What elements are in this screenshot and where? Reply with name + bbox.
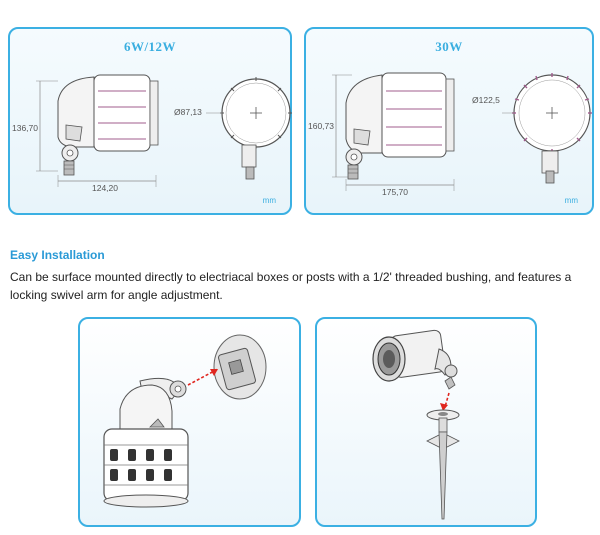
section-description: Can be surface mounted directly to elect… bbox=[10, 270, 572, 302]
front-view-drawing-icon bbox=[206, 77, 292, 180]
junction-box-mount-illustration-icon bbox=[103, 334, 267, 508]
spec-panel-30w: 30W bbox=[304, 27, 594, 215]
height-dimension: 160,73 bbox=[308, 121, 334, 131]
diameter-dimension: Ø122,5 bbox=[472, 95, 500, 105]
spec-panel-6w-12w: 6W/12W bbox=[8, 27, 292, 215]
unit-label: mm bbox=[262, 196, 276, 205]
width-dimension: 124,20 bbox=[92, 183, 118, 193]
diameter-dimension: Ø87,13 bbox=[174, 107, 202, 117]
front-view-drawing-icon bbox=[502, 73, 592, 184]
section-title: Easy Installation bbox=[10, 248, 105, 262]
surface-mount-illustration-panel bbox=[78, 317, 301, 527]
side-view-drawing-icon bbox=[36, 74, 159, 187]
stake-mount-illustration-panel bbox=[315, 317, 537, 527]
ground-stake-mount-illustration-icon bbox=[372, 329, 460, 520]
width-dimension: 175,70 bbox=[382, 187, 408, 197]
side-view-drawing-icon bbox=[332, 72, 455, 191]
panel-title: 6W/12W bbox=[123, 39, 177, 54]
unit-label: mm bbox=[564, 196, 578, 205]
height-dimension: 136,70 bbox=[12, 123, 38, 133]
panel-title: 30W bbox=[435, 39, 463, 54]
